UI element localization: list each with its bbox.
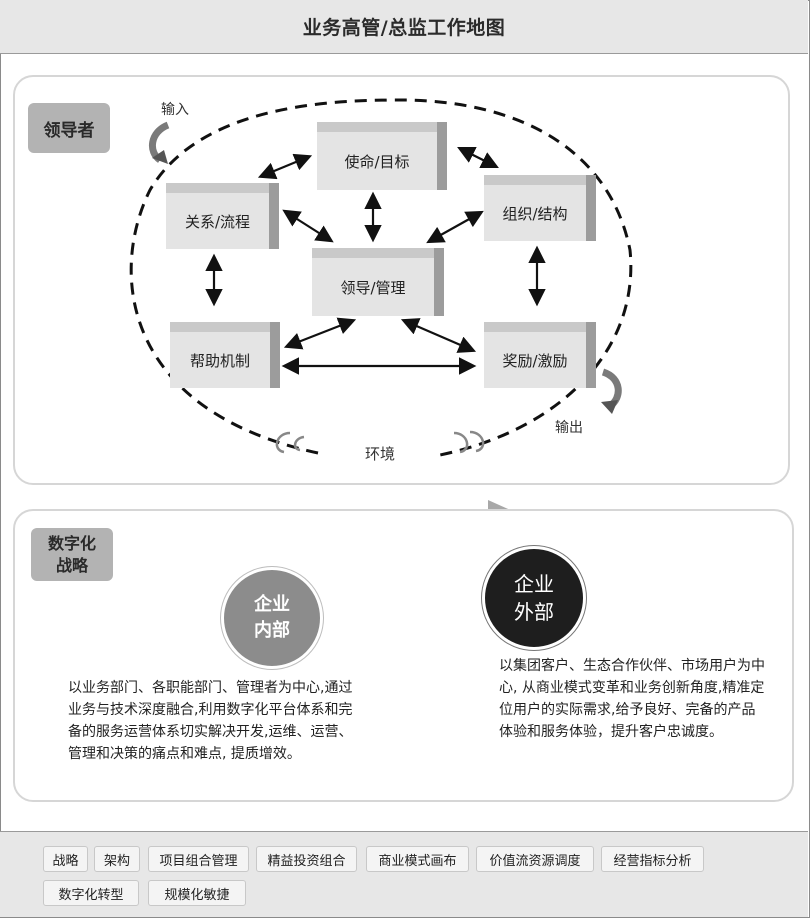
arrow-lead-help <box>283 317 357 350</box>
environment-label: 环境 <box>365 445 396 463</box>
arrow-org-lead <box>426 210 484 244</box>
inner-line2: 内部 <box>254 620 290 641</box>
enterprise-inner-circle: 企业 内部 <box>221 567 323 669</box>
outer-description: 以集团客户、生态合作伙伴、市场用户为中心, 从商业模式变革和业务创新角度,精准定… <box>499 658 765 740</box>
tag-project-portfolio[interactable]: 项目组合管理 <box>148 846 249 872</box>
environment-boundary <box>129 98 633 457</box>
inner-line1: 企业 <box>254 594 290 615</box>
tag-scaled-agile[interactable]: 规模化敏捷 <box>148 880 246 906</box>
box-reward: 奖励/激励 <box>484 322 586 388</box>
arrow-mission-relation <box>257 153 313 180</box>
tag-lean-investment[interactable]: 精益投资组合 <box>256 846 357 872</box>
digital-tag-line1: 数字化 <box>47 533 96 553</box>
tag-business-model-canvas[interactable]: 商业模式画布 <box>366 846 469 872</box>
inner-description: 以业务部门、各职能部门、管理者为中心,通过业务与技术深度融合,利用数字化平台体系… <box>68 680 353 762</box>
digital-tag: 数字化 战略 <box>31 528 113 581</box>
input-curved-arrow-icon <box>149 121 170 164</box>
box-mission: 使命/目标 <box>317 122 437 190</box>
tag-strategy[interactable]: 战略 <box>43 846 88 872</box>
leader-tag: 领导者 <box>28 103 110 153</box>
input-label: 输入 <box>161 102 189 118</box>
environment-left-swirl-icon <box>275 431 305 454</box>
output-curved-arrow-icon <box>601 368 622 414</box>
arrow-relation-lead <box>282 209 334 243</box>
box-lead: 领导/管理 <box>312 248 434 316</box>
enterprise-outer-circle: 企业 外部 <box>482 546 586 650</box>
outer-line2: 外部 <box>514 600 554 624</box>
tag-value-stream[interactable]: 价值流资源调度 <box>476 846 594 872</box>
environment-right-swirl-icon <box>453 430 485 454</box>
tag-digital-transformation[interactable]: 数字化转型 <box>43 880 139 906</box>
digital-panel <box>13 509 794 802</box>
tag-architecture[interactable]: 架构 <box>94 846 140 872</box>
page-header: 业务高管/总监工作地图 <box>0 0 808 54</box>
outer-line1: 企业 <box>514 572 554 596</box>
output-label: 输出 <box>555 420 583 436</box>
arrow-lead-reward <box>400 318 477 353</box>
digital-tag-line2: 战略 <box>55 555 88 575</box>
box-help: 帮助机制 <box>170 322 270 388</box>
box-relation: 关系/流程 <box>166 183 269 249</box>
tag-kpi-analysis[interactable]: 经营指标分析 <box>601 846 704 872</box>
page-title: 业务高管/总监工作地图 <box>302 17 506 39</box>
box-org: 组织/结构 <box>484 175 586 241</box>
arrow-mission-org <box>457 147 499 168</box>
